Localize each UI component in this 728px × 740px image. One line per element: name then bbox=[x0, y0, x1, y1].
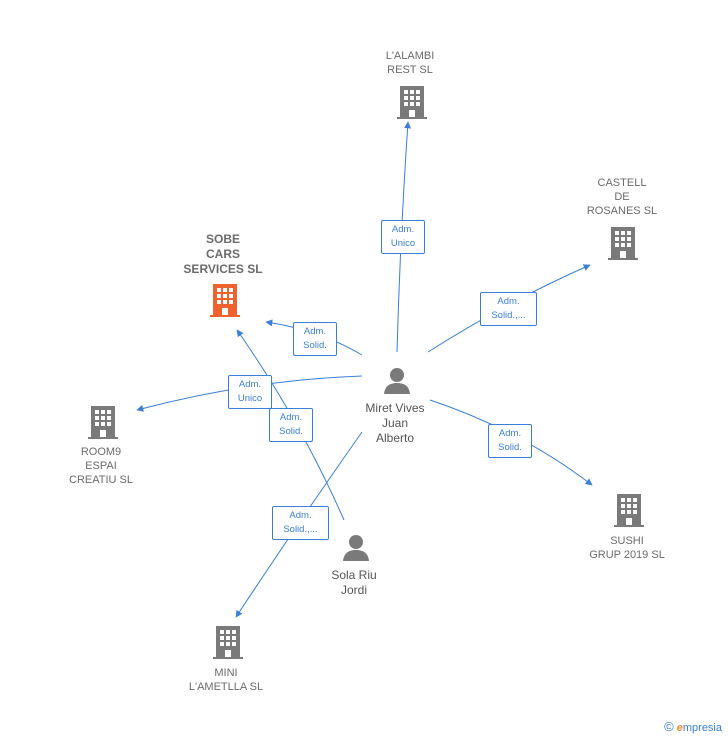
person-icon[interactable] bbox=[382, 365, 412, 395]
relation-badge-room9[interactable]: Adm. Unico bbox=[228, 375, 272, 409]
person-label-miret[interactable]: Miret Vives Juan Alberto bbox=[365, 401, 425, 445]
copyright-icon: © bbox=[664, 719, 674, 734]
company-label-room9[interactable]: ROOM9 ESPAI CREATIU SL bbox=[69, 446, 133, 486]
building-icon-highlighted[interactable] bbox=[209, 282, 241, 318]
building-icon[interactable] bbox=[87, 404, 119, 440]
building-icon[interactable] bbox=[613, 492, 645, 528]
relation-badge-alambi[interactable]: Adm. Unico bbox=[381, 220, 425, 254]
relation-badge-sushi[interactable]: Adm. Solid. bbox=[488, 424, 532, 458]
person-icon[interactable] bbox=[341, 532, 371, 562]
brand-initial: e bbox=[676, 722, 683, 734]
company-label-castell[interactable]: CASTELL DE ROSANES SL bbox=[586, 177, 658, 217]
brand-logo: ©empresia bbox=[664, 719, 722, 734]
company-label-sushi[interactable]: SUSHI GRUP 2019 SL bbox=[589, 535, 665, 561]
relation-badge-sobe-miret[interactable]: Adm. Solid. bbox=[293, 322, 337, 356]
building-icon[interactable] bbox=[607, 225, 639, 261]
building-icon[interactable] bbox=[396, 84, 428, 120]
building-icon[interactable] bbox=[212, 624, 244, 660]
relation-badge-sobe-sola[interactable]: Adm. Solid. bbox=[269, 408, 313, 442]
brand-name: mpresia bbox=[682, 722, 722, 734]
person-label-sola[interactable]: Sola Riu Jordi bbox=[331, 568, 377, 597]
company-label-alambi[interactable]: L'ALAMBI REST SL bbox=[385, 50, 435, 76]
relation-badge-mini[interactable]: Adm. Solid.,... bbox=[272, 506, 329, 540]
relation-badge-castell[interactable]: Adm. Solid.,... bbox=[480, 292, 537, 326]
company-label-sobe[interactable]: SOBE CARS SERVICES SL bbox=[183, 232, 263, 276]
company-label-mini[interactable]: MINI L'AMETLLA SL bbox=[188, 667, 264, 693]
